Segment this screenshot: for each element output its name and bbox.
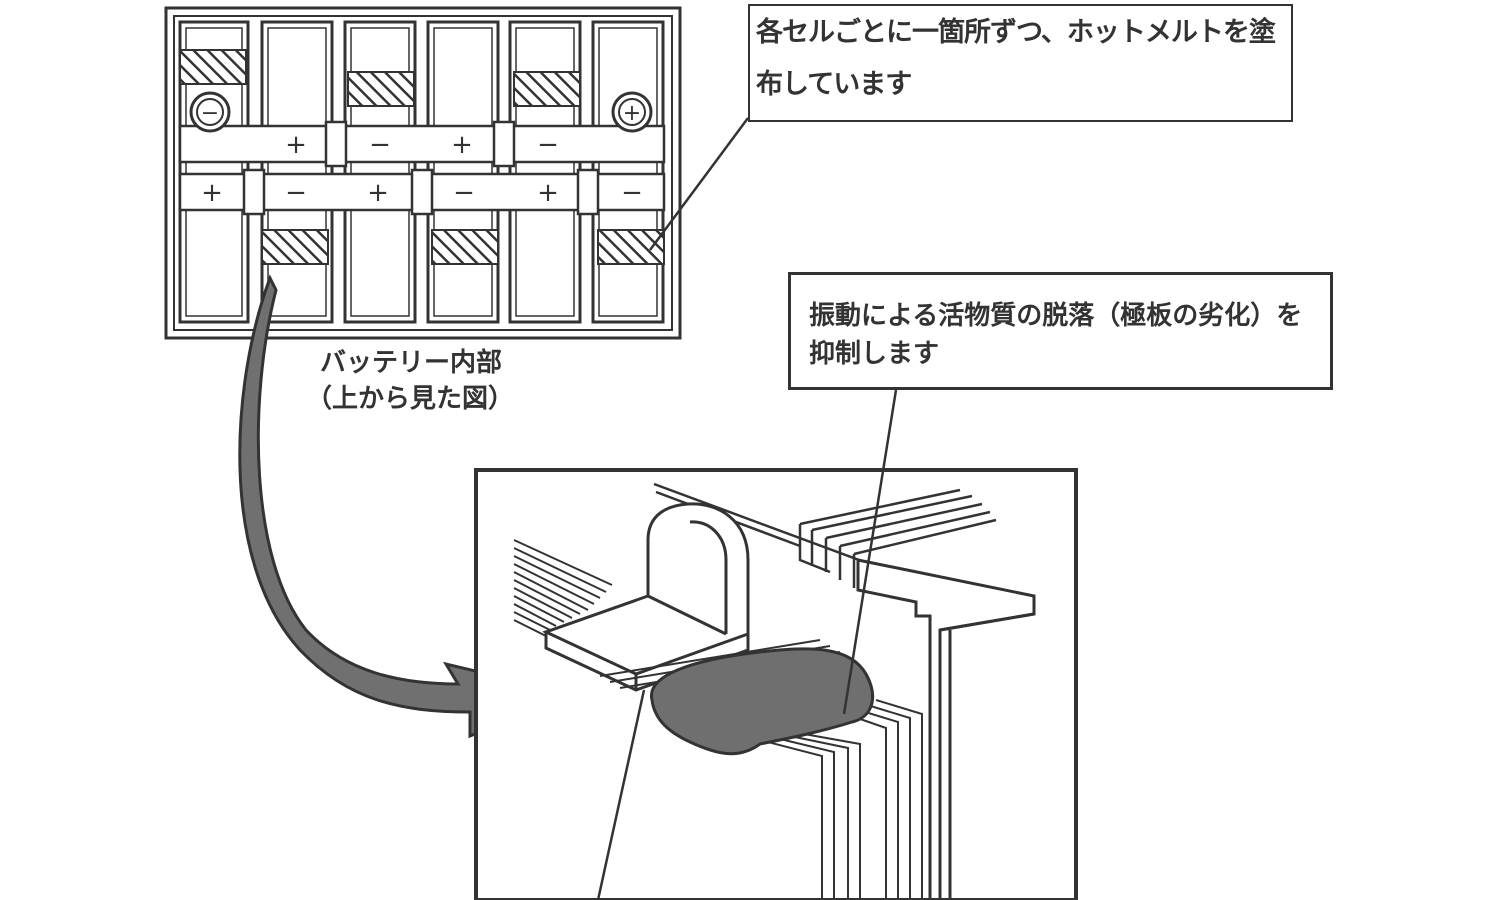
negative-terminal: − [189, 91, 231, 133]
leader-line-vibration [842, 389, 898, 715]
leader-line-bottom [596, 689, 646, 900]
hotmelt-callout: 各セルごとに一箇所ずつ、ホットメルトを塗 布しています [748, 4, 1293, 122]
hotmelt-patches [179, 49, 665, 265]
positive-terminal: + [611, 91, 653, 133]
connector-strips [178, 120, 666, 216]
vibration-callout-line1: 振動による活物質の脱落（極板の劣化）を [809, 301, 1303, 331]
sign-label: + [451, 130, 473, 160]
leader-line-hotmelt [648, 117, 750, 251]
detail-view [474, 468, 1078, 900]
sign-label: + [367, 178, 389, 208]
hotmelt-patch [597, 229, 665, 265]
hotmelt-patch [179, 49, 247, 85]
hotmelt-patch [347, 71, 415, 107]
hotmelt-blob [650, 647, 875, 756]
sign-label: + [201, 178, 223, 208]
hotmelt-patch [513, 71, 581, 107]
svg-text:+: + [623, 101, 641, 126]
sign-label: − [537, 130, 559, 160]
sign-label: − [621, 178, 643, 208]
battery-top-view: − + + − + − + − + − + − [164, 6, 682, 340]
vibration-callout: 振動による活物質の脱落（極板の劣化）を 抑制します [788, 272, 1333, 390]
sign-label: + [537, 178, 559, 208]
sign-label: − [285, 178, 307, 208]
hotmelt-patch [261, 229, 329, 265]
sign-label: − [453, 178, 475, 208]
svg-text:−: − [201, 101, 219, 126]
sign-label: + [285, 130, 307, 160]
sign-label: − [369, 130, 391, 160]
hotmelt-callout-line1: 各セルごとに一箇所ずつ、ホットメルトを塗 [756, 17, 1276, 48]
vibration-callout-line2: 抑制します [809, 339, 940, 369]
battery-caption-line2: （上から見た図） [306, 384, 515, 414]
hotmelt-callout-line2: 布しています [756, 69, 912, 100]
battery-caption-line1: バッテリー内部 [320, 348, 503, 378]
hotmelt-patch [431, 229, 499, 265]
